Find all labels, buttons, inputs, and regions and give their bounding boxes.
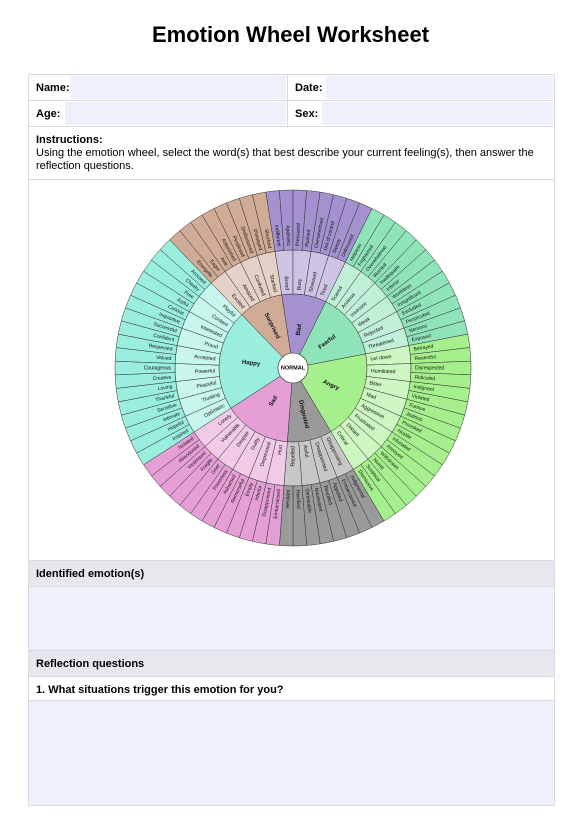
outer-label-overwhelmed: Overwhelmed (314, 217, 326, 249)
core-label-happy: Happy (242, 360, 262, 368)
instructions-text: Using the emotion wheel, select the word… (36, 147, 534, 172)
date-field[interactable]: Date: (288, 75, 554, 100)
outer-label-free: Free (183, 290, 195, 301)
outer-label-grief: Grief (210, 463, 222, 476)
mid-label-bored: Bored (283, 276, 290, 290)
outer-label-hesitant: Hesitant (285, 489, 292, 508)
outer-label-furious: Furious (408, 402, 426, 413)
wheel-center-label: NORMAL (281, 365, 306, 371)
mid-label-awful: Awful (302, 445, 310, 458)
sex-input[interactable] (322, 102, 553, 125)
instructions-heading: Instructions: (36, 134, 103, 146)
mid-label-proud: Proud (204, 341, 219, 350)
sex-label: Sex: (295, 108, 319, 120)
instructions: Instructions: Using the emotion wheel, s… (29, 128, 554, 180)
date-input[interactable] (326, 76, 553, 99)
outer-label-dismayed: Dismayed (252, 228, 264, 251)
page-title: Emotion Wheel Worksheet (151, 22, 430, 47)
outer-label-sensitive: Sensitive (157, 402, 178, 414)
outer-label-indignant: Indignant (413, 384, 435, 393)
outer-shocked[interactable] (252, 191, 276, 254)
date-label: Date: (295, 82, 323, 94)
outer-label-ridiculed: Ridiculed (414, 375, 435, 383)
mid-label-repelled: Repelled (290, 446, 296, 467)
age-input[interactable] (65, 102, 286, 125)
core-label-sad: Sad (268, 395, 279, 408)
outer-label-shocked: Shocked (263, 229, 273, 249)
question-1: 1. What situations trigger this emotion … (29, 677, 554, 701)
reflection-heading: Reflection questions (29, 651, 554, 677)
sex-field[interactable]: Sex: (288, 101, 554, 126)
age-label: Age: (36, 108, 61, 120)
outer-label-confident: Confident (153, 333, 176, 344)
worksheet: Name: Date: Age: Sex: Instructions: Usin… (28, 74, 555, 806)
outer-label-loving: Loving (157, 384, 173, 392)
mid-label-bitter: Bitter (369, 380, 382, 388)
outer-label-sleepy: Sleepy (332, 237, 343, 254)
mid-label-let-down: Let down (370, 354, 392, 362)
outer-label-violated: Violated (411, 393, 430, 403)
outer-label-pressured: Pressured (295, 223, 302, 246)
mid-label-stressed: Stressed (308, 271, 319, 292)
mid-label-humiliated: Humiliated (371, 368, 396, 375)
outer-label-indifferent: Indifferent (273, 224, 282, 247)
outer-label-betrayed: Betrayed (413, 344, 434, 353)
outer-label-courageous: Courageous (144, 365, 172, 371)
outer-label-embarrassed: Embarrassed (273, 489, 282, 519)
outer-label-nauseated: Nauseated (313, 487, 324, 512)
outer-label-revolted: Revolted (322, 485, 333, 506)
outer-label-joyful: Joyful (175, 297, 189, 309)
mid-label-accepted: Accepted (194, 354, 216, 362)
mid-label-powerful: Powerful (195, 368, 215, 375)
outer-label-thankful: Thankful (155, 393, 175, 403)
outer-label-inferior: Inferior (254, 485, 264, 502)
mid-label-hurt: Hurt (277, 444, 285, 455)
outer-label-disrespected: Disrespected (415, 365, 444, 371)
name-field[interactable]: Name: (29, 75, 288, 100)
outer-label-apathetic: Apathetic (284, 225, 291, 247)
mid-label-peaceful: Peaceful (196, 380, 217, 390)
identified-answer-box[interactable] (29, 587, 554, 651)
name-input[interactable] (71, 76, 286, 99)
outer-label-empty: Empty (244, 481, 255, 497)
mid-label-trusting: Trusting (201, 392, 221, 404)
name-date-row: Name: Date: (29, 75, 554, 101)
outer-label-horrified: Horrified (294, 490, 301, 509)
mid-label-mad: Mad (365, 392, 377, 401)
outer-label-detestable: Detestable (304, 489, 313, 514)
wheel-center (277, 352, 309, 384)
core-label-bad: Bad (296, 323, 304, 335)
outer-label-rushed: Rushed (304, 229, 312, 247)
outer-label-valued: Valued (156, 355, 172, 362)
identified-heading: Identified emotion(s) (29, 561, 554, 587)
mid-label-startled: Startled (268, 274, 278, 293)
mid-label-tired: Tired (320, 284, 330, 297)
outer-label-creative: Creative (153, 375, 172, 382)
age-sex-row: Age: Sex: (29, 101, 554, 127)
mid-label-busy: Busy (296, 278, 303, 290)
outer-label-disappointed: Disappointed (262, 487, 273, 517)
outer-label-resentful: Resentful (414, 354, 436, 362)
outer-label-nervous: Nervous (409, 323, 429, 334)
outer-label-exposed: Exposed (411, 333, 432, 343)
question-1-answer-box[interactable] (29, 701, 554, 805)
name-label: Name: (36, 82, 70, 94)
outer-label-respected: Respected (148, 343, 173, 353)
mid-label-guilty: Guilty (250, 436, 261, 451)
age-field[interactable]: Age: (29, 101, 288, 126)
outer-label-awe: Awe (219, 256, 229, 268)
